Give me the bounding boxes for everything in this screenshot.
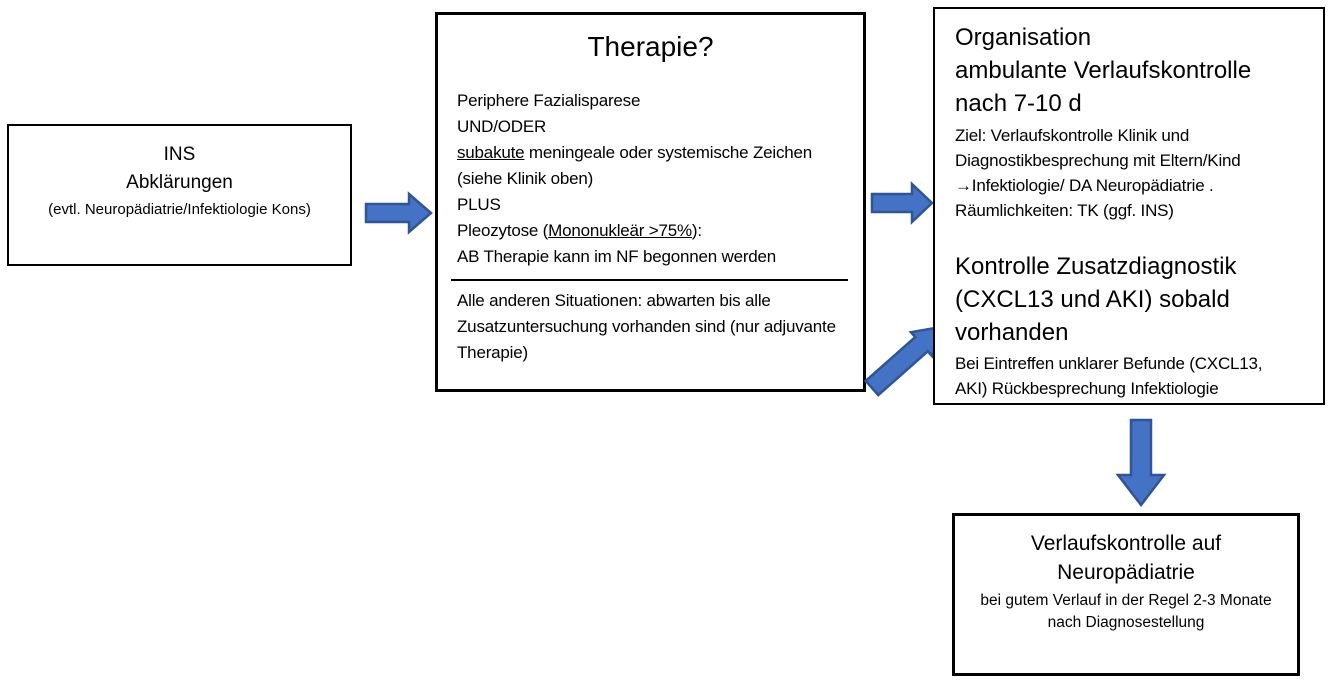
therapie-line-3-rest: meningeale oder systemische Zeichen bbox=[524, 143, 813, 162]
right-arrow-icon bbox=[364, 191, 433, 235]
therapie-line-6: Pleozytose (Mononukleär >75%): bbox=[457, 218, 844, 244]
therapie-line-2: UND/ODER bbox=[457, 117, 547, 136]
organisation-detail-line4: Räumlichkeiten: TK (ggf. INS) bbox=[955, 201, 1174, 220]
up-right-arrow-icon bbox=[863, 325, 943, 397]
verlaufskontrolle-detail-line1: bei gutem Verlauf in der Regel 2-3 Monat… bbox=[980, 592, 1272, 609]
kontrolle-heading-line1: Kontrolle Zusatzdiagnostik bbox=[955, 253, 1237, 280]
kontrolle-heading-line2: (CXCL13 und AKI) sobald bbox=[955, 286, 1230, 313]
verlaufskontrolle-title-line2: Neuropädiatrie bbox=[1057, 561, 1195, 584]
box-therapie: Therapie? Periphere Fazialisparese UND/O… bbox=[435, 12, 866, 392]
therapie-line-3-underlined: subakute bbox=[457, 143, 525, 162]
kontrolle-detail-line2: AKI) Rückbesprechung Infektiologie bbox=[955, 379, 1219, 398]
box-ins-abklaerungen: INS Abklärungen (evtl. Neuropädiatrie/In… bbox=[7, 124, 352, 266]
ins-title-line2: Abklärungen bbox=[126, 172, 233, 193]
down-arrow-icon bbox=[1115, 418, 1167, 508]
organisation-heading-line1: Organisation bbox=[955, 24, 1092, 51]
right-arrow-shape bbox=[364, 191, 433, 235]
organisation-details: Ziel: Verlaufskontrolle Klinik und Diagn… bbox=[955, 123, 1303, 223]
box-verlaufskontrolle: Verlaufskontrolle auf Neuropädiatrie bei… bbox=[952, 513, 1300, 676]
therapie-line-5: PLUS bbox=[457, 195, 501, 214]
organisation-heading: Organisation ambulante Verlaufskontrolle… bbox=[955, 21, 1303, 120]
ins-subtitle: (evtl. Neuropädiatrie/Infektiologie Kons… bbox=[48, 201, 311, 218]
kontrolle-heading-line3: vorhanden bbox=[955, 319, 1069, 346]
organisation-heading-line2: ambulante Verlaufskontrolle bbox=[955, 57, 1252, 84]
organisation-detail-line2: Diagnostikbesprechung mit Eltern/Kind bbox=[955, 151, 1241, 170]
verlaufskontrolle-details: bei gutem Verlauf in der Regel 2-3 Monat… bbox=[955, 590, 1297, 634]
therapie-footer: Alle anderen Situationen: abwarten bis a… bbox=[457, 291, 836, 362]
right-arrow-shape bbox=[870, 181, 934, 225]
kontrolle-details: Bei Eintreffen unklarer Befunde (CXCL13,… bbox=[955, 351, 1303, 401]
organisation-detail-line1: Ziel: Verlaufskontrolle Klinik und bbox=[955, 126, 1190, 145]
verlaufskontrolle-title: Verlaufskontrolle auf Neuropädiatrie bbox=[955, 529, 1297, 587]
therapie-line-6-underlined: Mononukleär >75% bbox=[548, 221, 692, 240]
therapie-line-6-pre: Pleozytose ( bbox=[457, 221, 549, 240]
verlaufskontrolle-title-line1: Verlaufskontrolle auf bbox=[1030, 532, 1222, 555]
down-arrow-shape bbox=[1115, 418, 1167, 508]
ins-title-line1: INS bbox=[163, 144, 196, 165]
therapie-line-7: AB Therapie kann im NF begonnen werden bbox=[457, 247, 777, 266]
therapie-line-1: Periphere Fazialisparese bbox=[457, 91, 641, 110]
kontrolle-heading: Kontrolle Zusatzdiagnostik (CXCL13 und A… bbox=[955, 250, 1303, 349]
therapie-criteria: Periphere Fazialisparese UND/ODER subaku… bbox=[457, 88, 844, 270]
organisation-heading-line3: nach 7-10 d bbox=[955, 90, 1082, 117]
therapie-line-6-post: ): bbox=[691, 221, 702, 240]
therapie-line-4: (siehe Klinik oben) bbox=[457, 169, 594, 188]
divider-line bbox=[451, 279, 848, 281]
verlaufskontrolle-detail-line2: nach Diagnosestellung bbox=[1047, 614, 1205, 631]
right-arrow-icon bbox=[870, 181, 934, 225]
kontrolle-detail-line1: Bei Eintreffen unklarer Befunde (CXCL13, bbox=[955, 354, 1263, 373]
up-right-arrow-shape bbox=[863, 325, 943, 397]
organisation-detail-line3: →Infektiologie/ DA Neuropädiatrie . bbox=[955, 176, 1214, 195]
therapie-title: Therapie? bbox=[587, 31, 714, 62]
box-organisation: Organisation ambulante Verlaufskontrolle… bbox=[933, 7, 1325, 405]
therapie-line-3: subakute meningeale oder systemische Zei… bbox=[457, 140, 844, 166]
